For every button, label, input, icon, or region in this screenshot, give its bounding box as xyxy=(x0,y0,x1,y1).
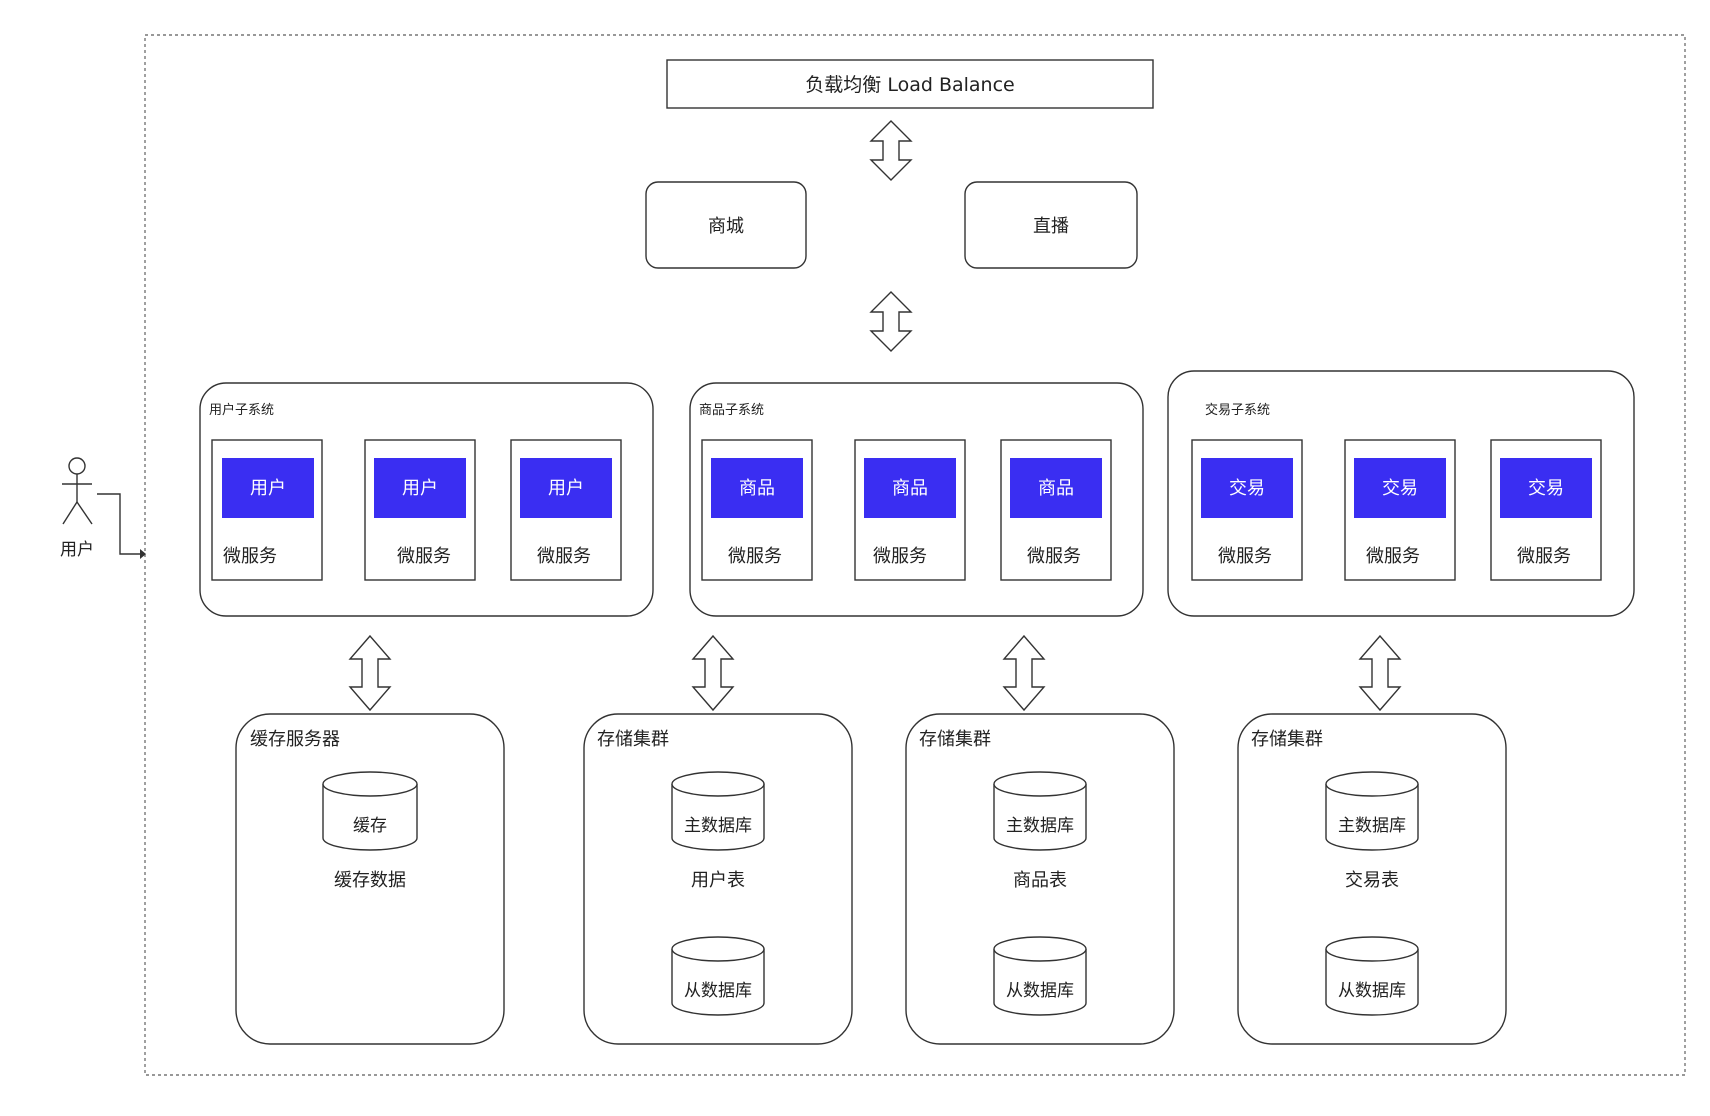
primary-db-label: 主数据库 xyxy=(1338,816,1406,836)
service-chip xyxy=(864,458,956,518)
app-live-box xyxy=(964,181,1138,269)
service-chip xyxy=(1201,458,1293,518)
service-chip xyxy=(1500,458,1592,518)
service-label: 微服务 xyxy=(728,546,782,567)
primary-db-label: 主数据库 xyxy=(684,816,752,836)
table-label: 商品表 xyxy=(1013,870,1067,891)
replica-db-label: 从数据库 xyxy=(684,981,752,1001)
storage-trade: 存储集群 主数据库 交易表 从数据库 xyxy=(1237,713,1507,1045)
arrow-user-cache xyxy=(348,634,392,712)
service-chip xyxy=(1354,458,1446,518)
service-chip xyxy=(711,458,803,518)
service-label: 微服务 xyxy=(1366,546,1420,567)
service-chip-label: 交易 xyxy=(1229,478,1265,499)
service-chip xyxy=(1010,458,1102,518)
service-chip-label: 用户 xyxy=(250,478,286,499)
subsystem-trade: 交易子系统 交易 微服务 交易 微服务 交易 微服务 xyxy=(1167,370,1635,617)
app-mall-box xyxy=(645,181,807,269)
arrow-user-storage xyxy=(691,634,735,712)
service-label: 微服务 xyxy=(873,546,927,567)
service-chip-label: 用户 xyxy=(402,478,438,499)
service-chip xyxy=(222,458,314,518)
arrow-lb-apps xyxy=(869,120,913,181)
database-icon xyxy=(993,936,1087,1016)
arrow-trade-storage xyxy=(1358,634,1402,712)
service-chip-label: 商品 xyxy=(892,478,928,499)
app-live-label: 直播 xyxy=(1033,216,1069,237)
subsystem-user-title: 用户子系统 xyxy=(209,402,274,418)
database-icon xyxy=(1325,936,1419,1016)
service-chip xyxy=(374,458,466,518)
service-label: 微服务 xyxy=(397,546,451,567)
subsystem-trade-title: 交易子系统 xyxy=(1205,402,1270,418)
table-label: 交易表 xyxy=(1345,870,1399,891)
app-live: 直播 xyxy=(964,181,1138,269)
storage-user-box xyxy=(583,713,853,1045)
service-label: 微服务 xyxy=(223,546,277,567)
replica-db-label: 从数据库 xyxy=(1338,981,1406,1001)
service-chip xyxy=(520,458,612,518)
service-chip-label: 商品 xyxy=(1038,478,1074,499)
stick-figure-icon xyxy=(62,457,93,525)
service-chip-label: 交易 xyxy=(1528,478,1564,499)
subsystem-user: 用户子系统 用户 微服务 用户 微服务 用户 微服务 xyxy=(199,382,654,617)
table-label: 用户表 xyxy=(691,870,745,891)
storage-cache: 缓存服务器 缓存 缓存数据 xyxy=(235,713,505,1045)
subsystem-product-title: 商品子系统 xyxy=(699,403,764,418)
storage-user-title: 存储集群 xyxy=(597,729,669,750)
app-mall-label: 商城 xyxy=(708,216,744,237)
database-icon xyxy=(993,771,1087,851)
actor-connector xyxy=(97,493,140,555)
app-mall: 商城 xyxy=(645,181,807,269)
service-chip-label: 商品 xyxy=(739,478,775,499)
service-label: 微服务 xyxy=(537,546,591,567)
primary-db-label: 主数据库 xyxy=(1006,816,1074,836)
service-label: 微服务 xyxy=(1517,546,1571,567)
storage-trade-box xyxy=(1237,713,1507,1045)
cache-db-label: 缓存 xyxy=(353,816,387,836)
storage-product-title: 存储集群 xyxy=(919,729,991,750)
storage-cache-title: 缓存服务器 xyxy=(250,729,340,750)
system-boundary xyxy=(144,34,1686,1076)
service-label: 微服务 xyxy=(1218,546,1272,567)
user-actor: 用户 xyxy=(60,457,146,560)
storage-cache-box xyxy=(235,713,505,1045)
replica-db-label: 从数据库 xyxy=(1006,981,1074,1001)
service-chip-label: 用户 xyxy=(548,478,584,499)
database-icon xyxy=(322,771,418,851)
load-balancer-box xyxy=(666,59,1154,109)
arrow-apps-subsystems xyxy=(869,291,913,352)
database-icon xyxy=(671,936,765,1016)
load-balancer: 负载均衡 Load Balance xyxy=(666,59,1154,109)
arrowhead-icon xyxy=(140,549,146,559)
arrow-product-storage xyxy=(1002,634,1046,712)
storage-user: 存储集群 主数据库 用户表 从数据库 xyxy=(583,713,853,1045)
service-chip-label: 交易 xyxy=(1382,478,1418,499)
storage-product-box xyxy=(905,713,1175,1045)
storage-product: 存储集群 主数据库 商品表 从数据库 xyxy=(905,713,1175,1045)
database-icon xyxy=(1325,771,1419,851)
storage-trade-title: 存储集群 xyxy=(1251,729,1323,750)
load-balancer-label: 负载均衡 Load Balance xyxy=(805,74,1014,96)
subsystem-product: 商品子系统 商品 微服务 商品 微服务 商品 微服务 xyxy=(689,382,1144,617)
service-label: 微服务 xyxy=(1027,546,1081,567)
cache-data-label: 缓存数据 xyxy=(334,870,406,891)
user-actor-label: 用户 xyxy=(60,540,94,560)
database-icon xyxy=(671,771,765,851)
